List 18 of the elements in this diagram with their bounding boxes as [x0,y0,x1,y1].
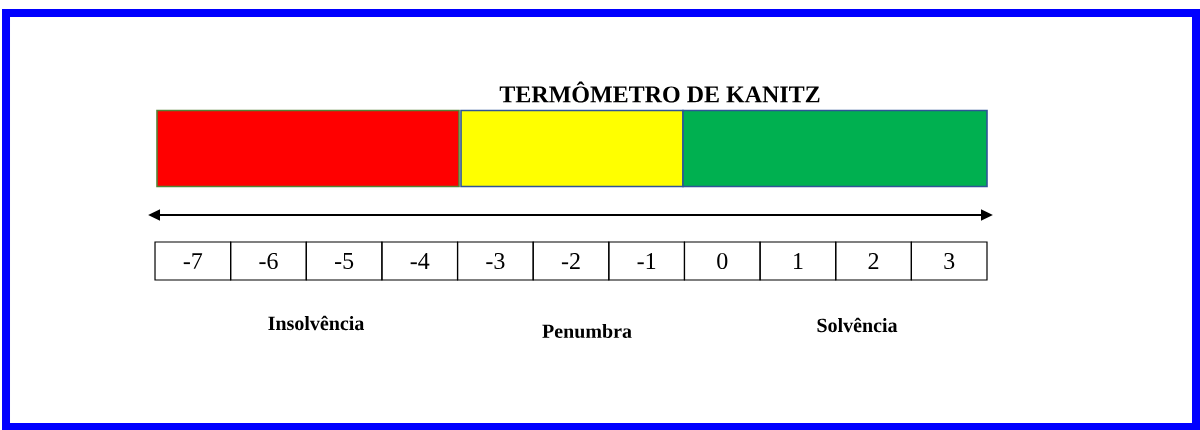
scale-cell: 2 [835,241,912,281]
scale-cell: -7 [154,241,232,281]
scale-cell: -5 [305,241,383,281]
colour-bar [460,109,684,188]
title: TERMÔMETRO DE KANITZ [499,81,820,103]
zone-label: Insolvência [268,315,365,331]
scale-cell: 1 [759,241,837,281]
scale-cell: -3 [456,241,534,281]
scale-cell: -1 [608,241,686,281]
scale-cell: 3 [910,241,988,281]
colour-bar [682,109,988,188]
zone-label: Penumbra [542,323,632,339]
zone-label: Solvência [817,317,898,333]
scale-cell: -4 [381,241,459,281]
scale-cell: -2 [532,241,610,281]
scale-cell: -6 [230,241,307,281]
scale-cell: 0 [683,241,761,281]
colour-bar [156,109,460,188]
